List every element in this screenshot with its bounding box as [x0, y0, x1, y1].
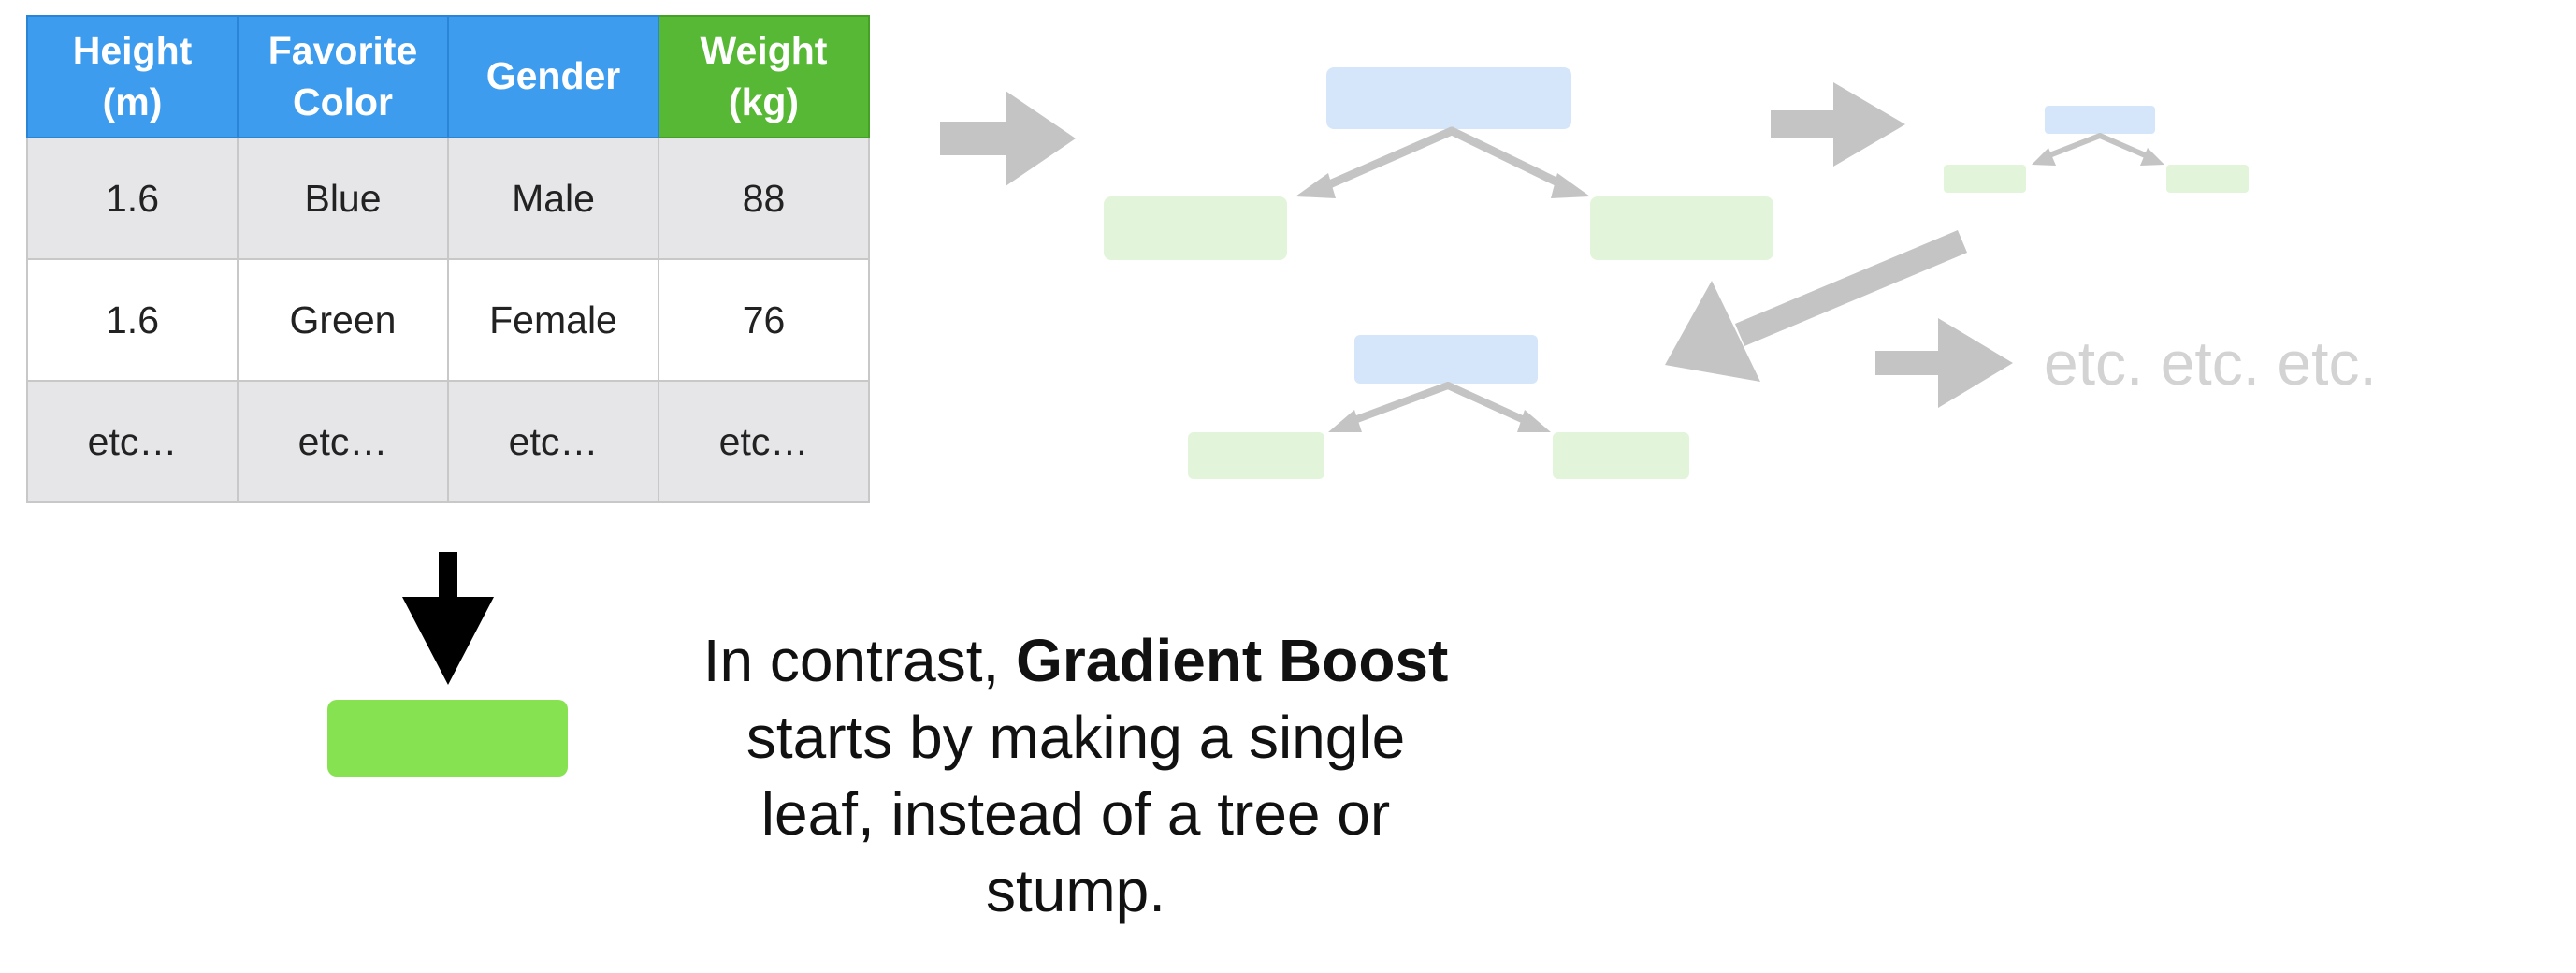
cell-favorite-color: Green: [237, 258, 449, 382]
column-header-gender: Gender: [447, 15, 659, 138]
tree3-branch-arrows: [1343, 382, 1534, 427]
cell-weight: 76: [658, 258, 870, 382]
arrowhead-icon: [1328, 410, 1362, 432]
caption-line-2: starts by making a single: [745, 704, 1406, 771]
tree2-root-node: [2045, 106, 2155, 134]
caption-prefix: In contrast,: [702, 627, 1017, 694]
cell-gender: etc…: [447, 380, 659, 503]
arrowhead-icon: [2032, 148, 2056, 166]
right-arrow-icon: [1771, 82, 1905, 167]
cell-height: 1.6: [26, 258, 239, 382]
caption-line-3: leaf, instead of a tree or: [760, 780, 1391, 848]
tree3-root-node: [1354, 335, 1538, 384]
tree2-branch-arrows: [2042, 133, 2152, 160]
tree1-left-leaf: [1104, 196, 1287, 260]
tree2-right-leaf: [2166, 165, 2249, 193]
tree1-right-leaf: [1590, 196, 1773, 260]
table-row: etc… etc… etc… etc…: [26, 380, 870, 503]
arrowhead-icon: [1295, 173, 1336, 198]
tree3-left-leaf: [1188, 432, 1324, 479]
right-arrow-icon: [940, 91, 1076, 186]
cell-height: 1.6: [26, 137, 239, 260]
right-arrow-icon: [1875, 318, 2013, 408]
arrowhead-icon: [1517, 410, 1551, 432]
arrowhead-icon: [1551, 173, 1590, 198]
cell-height: etc…: [26, 380, 239, 503]
cell-gender: Male: [447, 137, 659, 260]
tree1-root-node: [1326, 67, 1571, 129]
tree2-left-leaf: [1944, 165, 2026, 193]
table-row: 1.6 Green Female 76: [26, 258, 870, 382]
cell-favorite-color: etc…: [237, 380, 449, 503]
column-header-weight: Weight(kg): [658, 15, 870, 138]
tree3-right-leaf: [1553, 432, 1689, 479]
etc-label: etc. etc. etc.: [2044, 328, 2377, 398]
column-header-height: Height(m): [26, 15, 239, 138]
down-arrow-icon: [402, 597, 494, 685]
caption-text: In contrast, Gradient Boost starts by ma…: [599, 622, 1553, 929]
diagonal-arrowhead-icon: [1665, 281, 1760, 382]
caption-line-4: stump.: [985, 857, 1166, 924]
caption-bold-term: Gradient Boost: [1016, 627, 1449, 694]
cell-favorite-color: Blue: [237, 137, 449, 260]
cell-weight: etc…: [658, 380, 870, 503]
cell-weight: 88: [658, 137, 870, 260]
table-row: 1.6 Blue Male 88: [26, 137, 870, 260]
single-leaf-node: [327, 700, 568, 777]
diagonal-arrow-shaft: [1734, 230, 1968, 346]
arrowhead-icon: [2140, 148, 2164, 166]
tree1-branch-arrows: [1314, 126, 1576, 194]
cell-gender: Female: [447, 258, 659, 382]
